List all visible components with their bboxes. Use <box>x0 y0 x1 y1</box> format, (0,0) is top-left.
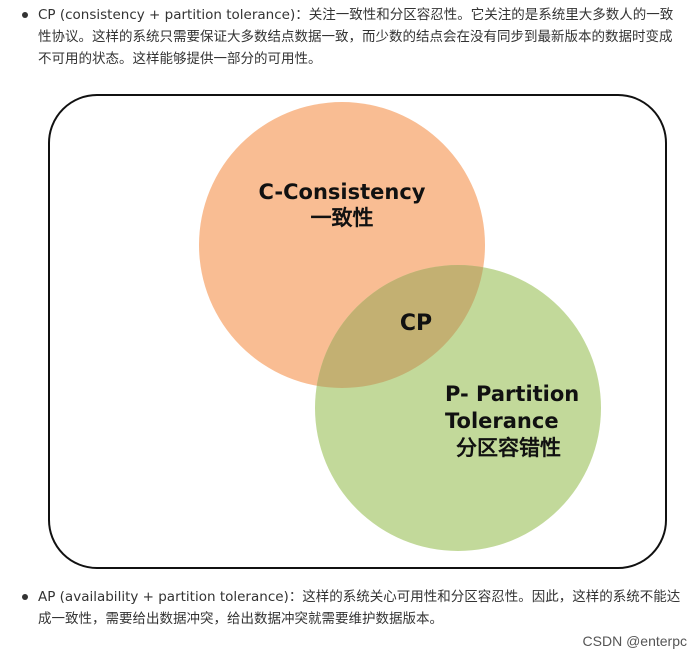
partition-label-line1: P- Partition <box>445 382 579 406</box>
intersection-label: CP <box>400 311 432 336</box>
bullet-cp-text: ：关注一致性和分区容忍性。它关注的是系统里大多数人的一致性协议。这样的系统只需要… <box>38 7 674 67</box>
overlap-region <box>315 265 485 388</box>
bullet-ap-label: AP (availability + partition tolerance) <box>38 589 289 605</box>
watermark: CSDN @enterpc <box>582 633 687 649</box>
bullet-dot <box>22 594 28 600</box>
bullet-dot <box>22 12 28 18</box>
bullet-cp-label: CP (consistency + partition tolerance) <box>38 7 296 23</box>
bullet-ap: AP (availability + partition tolerance)：… <box>22 586 682 630</box>
consistency-label-en: C-Consistency <box>259 180 426 204</box>
consistency-label-cn: 一致性 <box>311 206 374 230</box>
partition-label-line2: Tolerance <box>445 409 559 433</box>
partition-label-cn: 分区容错性 <box>456 436 561 460</box>
bullet-cp: CP (consistency + partition tolerance)：关… <box>22 4 682 70</box>
bullet-ap-text: ：这样的系统关心可用性和分区容忍性。因此，这样的系统不能达成一致性，需要给出数据… <box>38 589 681 627</box>
